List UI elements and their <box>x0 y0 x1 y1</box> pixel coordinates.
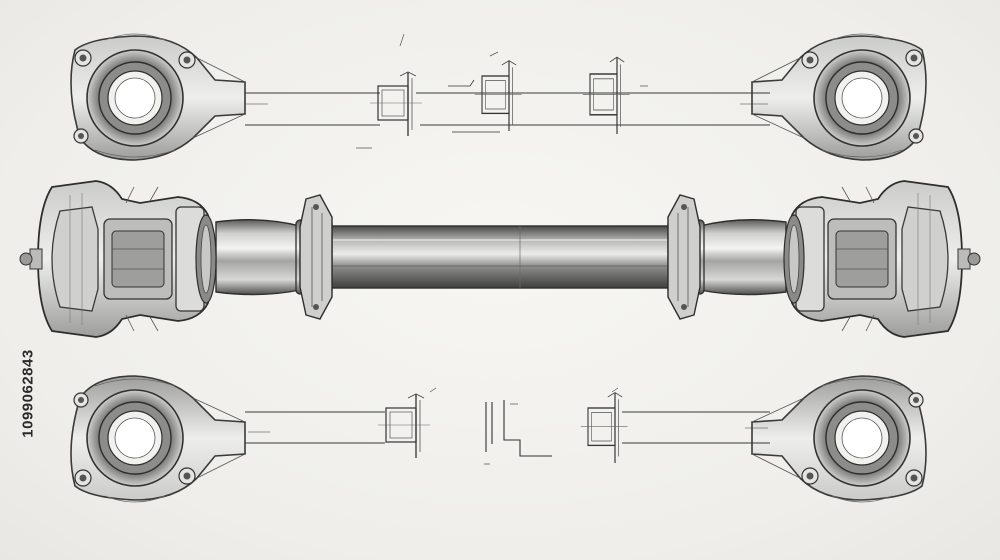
bottom-left-knuckle <box>70 375 246 503</box>
top-left-knuckle <box>70 33 246 161</box>
top-construction-lines <box>245 92 770 126</box>
bottom-right-knuckle <box>751 375 927 503</box>
stock-id-text: 1099062843 <box>19 348 37 438</box>
stock-id-watermark: 1099062843 <box>13 303 43 483</box>
bottom-bracket-sketches <box>377 387 629 465</box>
drive-shaft-assembly <box>19 180 981 338</box>
top-bracket-sketches <box>356 33 648 149</box>
bottom-construction-lines <box>245 411 770 444</box>
top-right-knuckle <box>751 33 927 161</box>
